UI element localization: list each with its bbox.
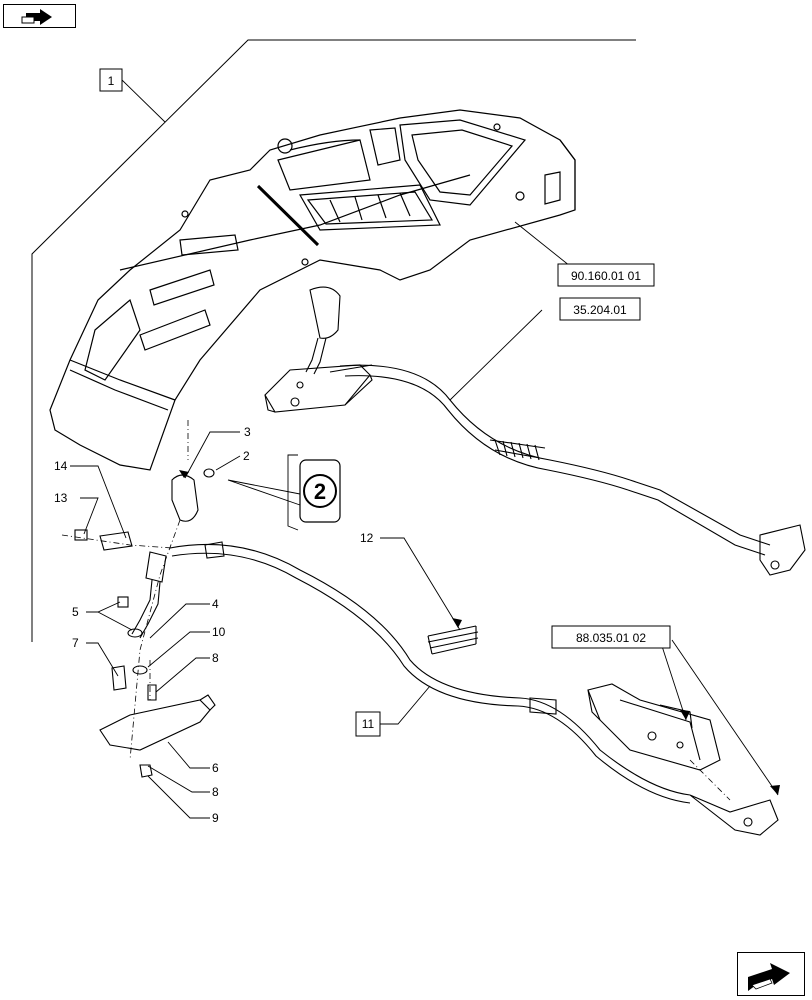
leader-9 <box>147 775 210 819</box>
ref-90-160-01-01[interactable]: 90.160.01 01 <box>571 269 641 283</box>
leader-4 <box>149 603 210 639</box>
leader-r3-a <box>659 639 687 721</box>
leader-8b <box>147 765 210 793</box>
leader-8a <box>155 657 210 693</box>
leader-r3-b <box>671 639 779 796</box>
leader-3 <box>184 431 240 479</box>
leader-5 <box>86 601 121 613</box>
callout-8-upper: 8 <box>212 651 219 665</box>
detail-marker-label: 2 <box>314 479 326 504</box>
callout-13: 13 <box>54 491 68 505</box>
leader-r2 <box>449 309 543 401</box>
leader-12 <box>380 537 461 631</box>
leader-5b <box>97 611 133 631</box>
arrow-forward-icon <box>748 963 790 991</box>
leader-13 <box>80 497 99 535</box>
callout-2: 2 <box>243 449 250 463</box>
callout-8-lower: 8 <box>212 785 219 799</box>
callout-3: 3 <box>244 425 251 439</box>
ref-box-2 <box>559 297 641 321</box>
leader-7 <box>86 642 119 677</box>
callout-11-box <box>355 711 381 737</box>
callout-6: 6 <box>212 761 219 775</box>
control-lever-assembly <box>264 286 806 576</box>
arrow-back-icon <box>21 9 52 25</box>
ref-88-035-01-02[interactable]: 88.035.01 02 <box>576 631 646 645</box>
leader-11 <box>380 685 431 725</box>
callout-4: 4 <box>212 597 219 611</box>
callout-11: 11 <box>362 717 375 731</box>
ref-35-204-01[interactable]: 35.204.01 <box>573 303 627 317</box>
leader-1 <box>121 79 166 123</box>
detail-brace <box>287 454 299 531</box>
next-page-button[interactable] <box>737 952 805 996</box>
callout-1-bracket <box>31 39 636 642</box>
callout-7: 7 <box>72 636 79 650</box>
ref-box-1 <box>557 263 655 287</box>
callout-12: 12 <box>360 531 374 545</box>
leader-10 <box>147 631 210 668</box>
construction-lines <box>61 420 731 801</box>
prev-page-button[interactable] <box>3 4 76 28</box>
leader-2 <box>215 455 241 471</box>
callout-10: 10 <box>212 625 226 639</box>
callout-9: 9 <box>212 811 219 825</box>
callout-1-box <box>99 68 123 92</box>
leader-lines <box>70 79 779 819</box>
leader-14 <box>70 465 127 539</box>
detail-lines <box>227 479 301 506</box>
callout-14: 14 <box>54 459 68 473</box>
callout-1: 1 <box>108 74 115 88</box>
callout-5: 5 <box>72 605 79 619</box>
leader-6 <box>167 741 210 769</box>
fender-panel <box>49 109 576 471</box>
lower-components <box>74 468 779 836</box>
ref-box-3 <box>551 625 671 649</box>
detail-marker[interactable]: 2 <box>299 459 341 523</box>
